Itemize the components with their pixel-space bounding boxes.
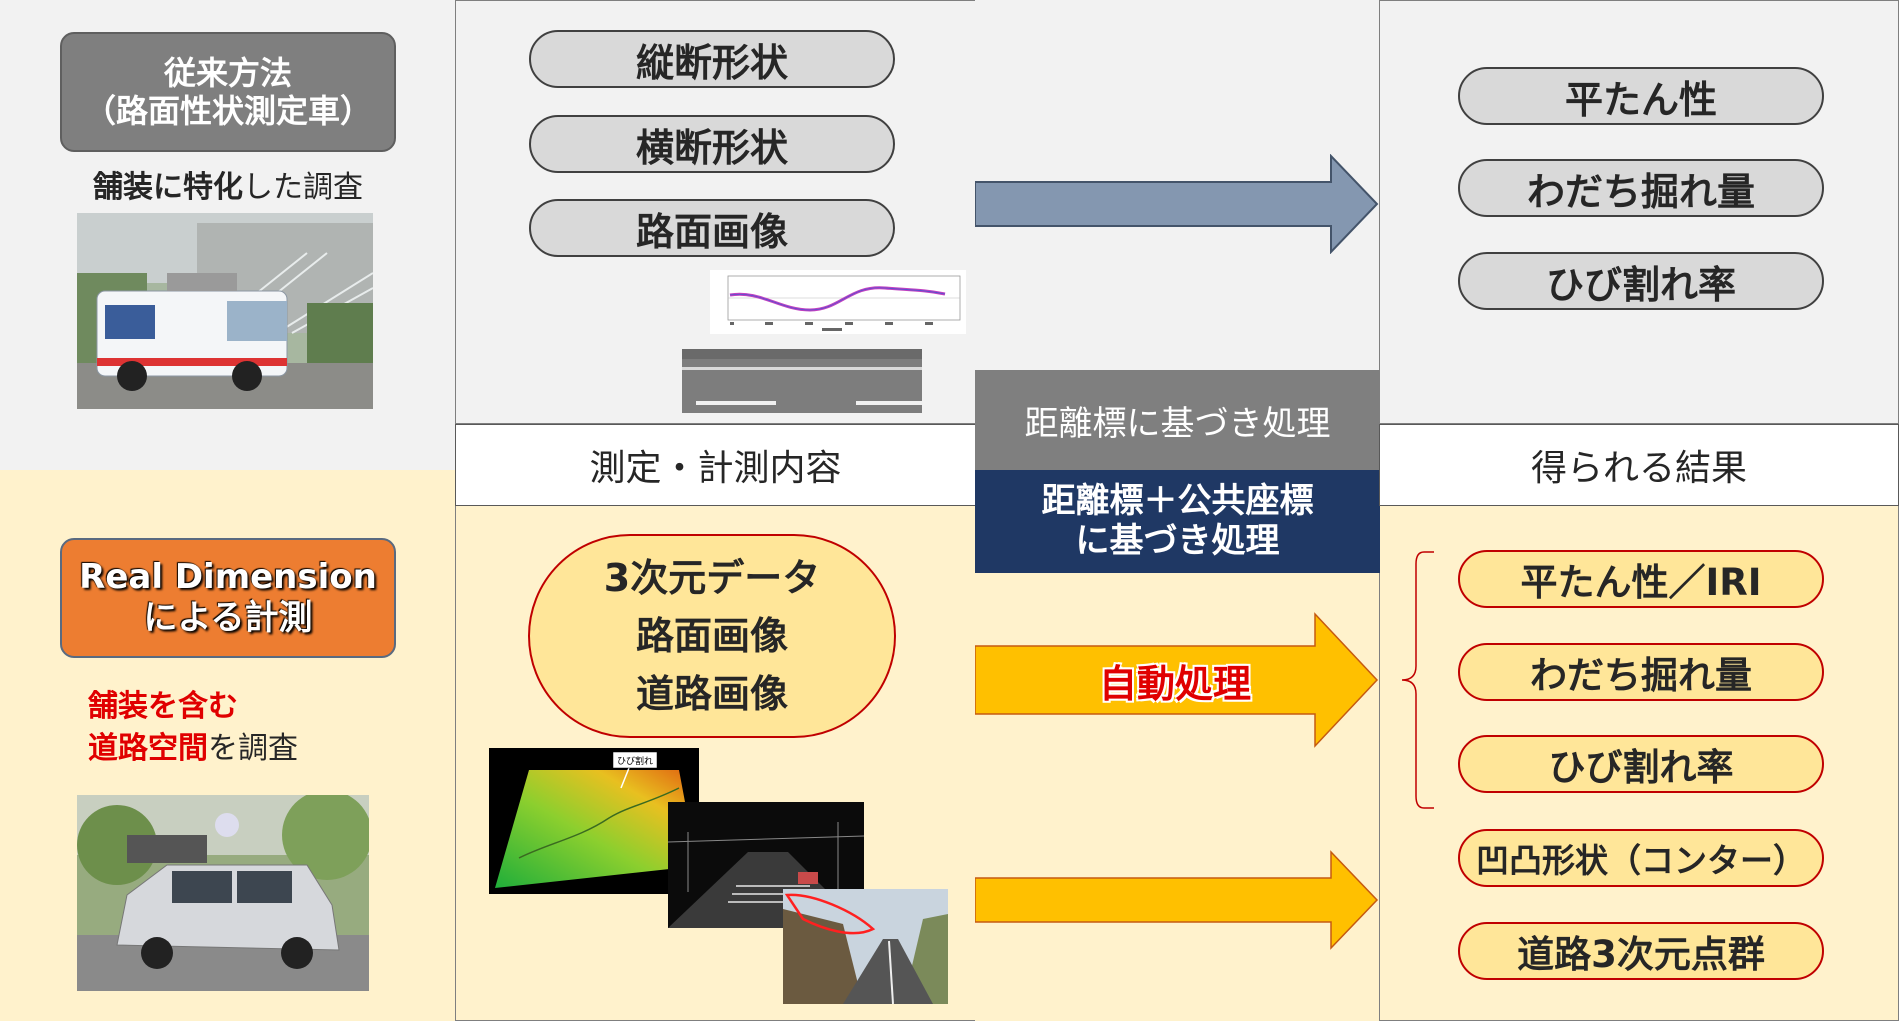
rd-measure-bubble: 3次元データ 路面画像 道路画像 bbox=[528, 534, 896, 738]
survey-truck-illustration bbox=[77, 213, 373, 409]
measure-item-longitudinal: 縦断形状 bbox=[529, 30, 895, 88]
conventional-method-label: 従来方法 （路面性状測定車） bbox=[60, 32, 396, 152]
conventional-caption-rest: した調査 bbox=[243, 170, 363, 205]
rd-process-line2: に基づき処理 bbox=[1075, 520, 1280, 561]
rd-caption-line2-rest: を調査 bbox=[208, 731, 298, 766]
conventional-caption: 舗装に特化した調査 bbox=[60, 162, 396, 206]
survey-truck-photo bbox=[77, 213, 373, 409]
result-rutting: わだち掘れ量 bbox=[1458, 159, 1824, 217]
measure-header: 測定・計測内容 bbox=[455, 424, 976, 506]
rd-process-label: 距離標＋公共座標 に基づき処理 bbox=[975, 470, 1380, 573]
conventional-method-line1: 従来方法 bbox=[163, 53, 292, 92]
profile-graph bbox=[727, 275, 961, 331]
auto-process-label: 自動処理 bbox=[1098, 661, 1251, 706]
rd-measure-surface-image: 路面画像 bbox=[635, 614, 788, 658]
road-image-thumbnail bbox=[783, 889, 948, 1005]
result-flatness: 平たん性 bbox=[1458, 67, 1824, 125]
conventional-caption-bold: 舗装に特化 bbox=[93, 170, 243, 205]
conventional-process-arrow bbox=[975, 154, 1379, 254]
rd-result-point-cloud: 道路3次元点群 bbox=[1458, 922, 1824, 980]
crack-3d-thumbnail: ひび割れ bbox=[489, 748, 699, 894]
rd-caption-line1: 舗装を含む bbox=[88, 689, 238, 724]
rd-measure-3d-data: 3次元データ bbox=[603, 556, 821, 600]
rd-caption-line2-red: 道路空間 bbox=[88, 731, 208, 766]
crack-3d-heatmap bbox=[489, 748, 699, 894]
rd-result-crack-rate: ひび割れ率 bbox=[1458, 735, 1824, 793]
rd-vehicle-illustration bbox=[77, 795, 369, 991]
results-header: 得られる結果 bbox=[1379, 424, 1899, 506]
rd-vehicle-photo bbox=[77, 795, 369, 991]
rd-method-line2: による計測 bbox=[143, 598, 313, 638]
conventional-process-label: 距離標に基づき処理 bbox=[975, 370, 1380, 470]
road-image bbox=[783, 889, 948, 1005]
auto-process-arrow bbox=[975, 612, 1379, 748]
measure-item-surface-image: 路面画像 bbox=[529, 199, 895, 257]
surface-image-thumbnail bbox=[682, 349, 922, 413]
rd-method-line1: Real Dimension bbox=[79, 557, 377, 598]
rd-result-flatness-iri: 平たん性／IRI bbox=[1458, 550, 1824, 608]
surface-image bbox=[682, 349, 922, 413]
rd-method-label: Real Dimension による計測 bbox=[60, 538, 396, 658]
rd-caption: 舗装を含む 道路空間を調査 bbox=[88, 686, 418, 770]
rd-measure-road-image: 道路画像 bbox=[635, 672, 788, 716]
rd-result-rutting: わだち掘れ量 bbox=[1458, 643, 1824, 701]
profile-graph-thumbnail bbox=[710, 270, 966, 334]
measure-item-transverse: 横断形状 bbox=[529, 115, 895, 173]
crack-label: ひび割れ bbox=[616, 757, 653, 767]
conventional-method-line2: （路面性状測定車） bbox=[83, 92, 372, 130]
rd-extra-results-arrow bbox=[975, 850, 1379, 950]
results-group-bracket bbox=[1401, 551, 1434, 809]
rd-process-line1: 距離標＋公共座標 bbox=[1041, 481, 1314, 522]
rd-result-contour: 凹凸形状（コンター） bbox=[1458, 829, 1824, 887]
result-crack-rate: ひび割れ率 bbox=[1458, 252, 1824, 310]
